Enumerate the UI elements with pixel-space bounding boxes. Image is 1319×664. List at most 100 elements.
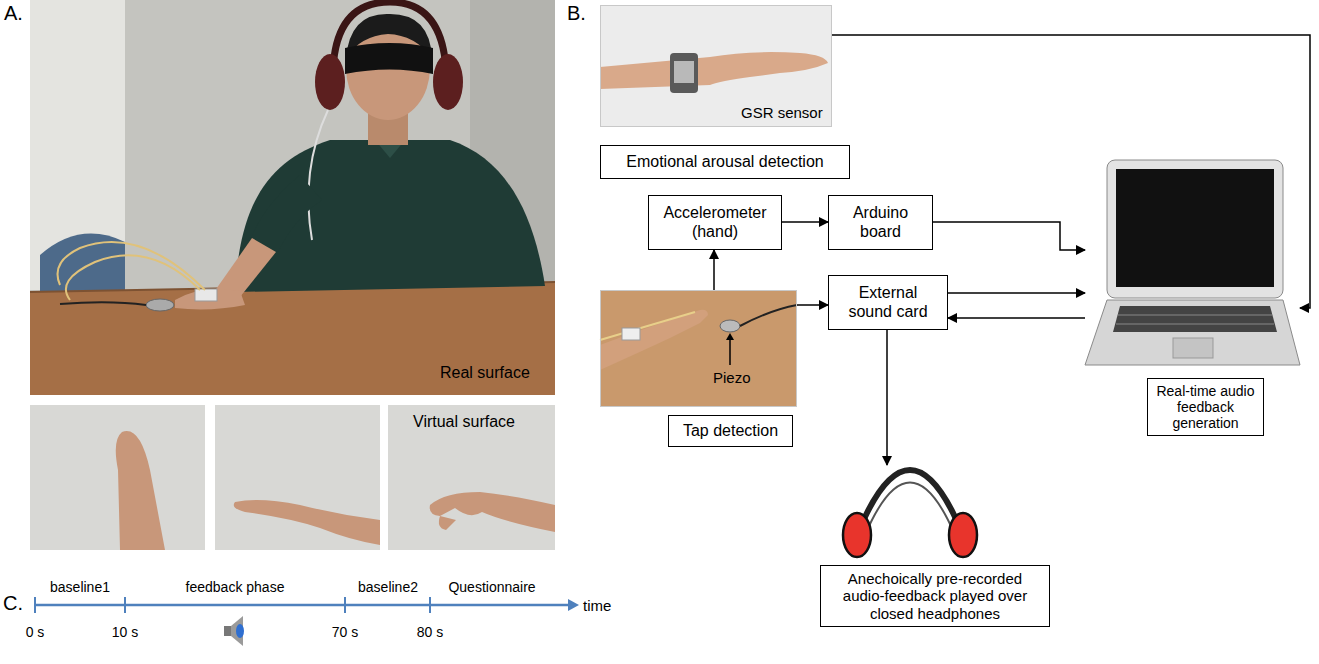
panel-label: C. <box>3 592 23 615</box>
table <box>30 282 555 395</box>
photo-ground <box>215 405 380 550</box>
ear-cup <box>949 513 977 557</box>
blindfold <box>345 43 433 74</box>
timeline-label: feedback phase <box>186 579 285 595</box>
sensor-photo: Piezo <box>600 290 797 407</box>
node-text: Emotional arousal detection <box>626 153 823 171</box>
node-text: Anechoically pre-recorded audio-feedback… <box>827 570 1043 622</box>
connector-arrow <box>832 35 1310 308</box>
process-box: External sound card <box>828 275 948 330</box>
process-box: Tap detection <box>668 415 793 447</box>
finger <box>439 516 456 530</box>
connector-arrow <box>782 221 828 223</box>
process-box: Accelerometer (hand) <box>648 195 782 250</box>
photo-ground <box>600 290 797 407</box>
panel-label: Real surface <box>440 364 530 382</box>
connector-arrow <box>797 304 828 306</box>
key-rows <box>1116 315 1274 324</box>
photo-ground <box>30 405 205 550</box>
laptop-screen <box>1116 169 1274 287</box>
forearm <box>600 310 708 370</box>
connector-arrow <box>933 222 1085 250</box>
node-text: Tap detection <box>683 422 778 440</box>
timeline-label: 80 s <box>417 624 443 640</box>
connector-arrow <box>948 317 1085 319</box>
piezo-disc <box>720 320 740 332</box>
process-box: Arduino board <box>828 195 933 250</box>
sensor-wire <box>600 312 695 340</box>
leader-line <box>729 337 731 365</box>
sensor-photo: GSR sensor <box>600 5 832 127</box>
headband-inner <box>865 483 955 536</box>
time-axis <box>35 604 570 607</box>
piezo-disc <box>146 299 174 311</box>
hand-vertical <box>116 431 165 550</box>
tick <box>34 597 36 613</box>
gsr-band <box>670 53 698 93</box>
panel-label: A. <box>4 2 23 25</box>
timeline-label: Questionnaire <box>448 579 535 595</box>
arm <box>600 52 828 89</box>
node-text: GSR sensor <box>741 104 823 121</box>
connector-arrow <box>886 330 888 465</box>
accelerometer <box>195 289 217 301</box>
virtual-surface-photos <box>30 405 555 550</box>
tap-photo-picture <box>600 290 797 407</box>
real-surface-photo <box>30 0 555 395</box>
headphone-wire <box>308 110 328 240</box>
piezo-cable <box>60 302 146 305</box>
laptop-base <box>1085 300 1300 365</box>
laptop-picture <box>1085 160 1300 365</box>
sensor-wire <box>58 242 206 290</box>
timeline-label: 0 s <box>26 624 45 640</box>
keyboard <box>1113 306 1277 332</box>
laptop-lid <box>1107 160 1283 298</box>
shirt <box>235 140 545 292</box>
headband <box>857 470 963 535</box>
forearm <box>214 238 276 297</box>
timeline-label: time <box>583 597 611 614</box>
timeline-label: 10 s <box>112 624 138 640</box>
headphone-cup <box>433 54 463 110</box>
piezo-cable <box>740 305 797 326</box>
tick <box>344 597 346 613</box>
sensor-wire <box>66 255 200 300</box>
trackpad <box>1173 338 1213 358</box>
timeline-label: baseline1 <box>50 579 110 595</box>
node-text: Arduino board <box>837 204 924 241</box>
tick <box>124 597 126 613</box>
axis-arrowhead <box>568 599 579 611</box>
gsr-face <box>674 61 694 83</box>
photo-ground <box>600 5 832 127</box>
hand-curled <box>430 492 555 532</box>
speaker-icon <box>224 626 231 636</box>
tick <box>429 597 431 613</box>
headphone-band <box>333 2 446 70</box>
wire-clip <box>622 328 640 340</box>
headphone-unit: Anechoically pre-recorded audio-feedback… <box>820 465 1048 627</box>
photo-ground <box>388 405 555 550</box>
timeline <box>35 597 579 646</box>
gsr-photo-picture <box>600 5 832 127</box>
timeline-label: baseline2 <box>358 579 418 595</box>
node-text: Piezo <box>713 369 751 386</box>
connector-arrow <box>713 250 715 290</box>
panel-label: Virtual surface <box>413 413 515 431</box>
speaker-icon <box>236 624 244 638</box>
sleeve <box>250 175 322 252</box>
speaker-icon <box>231 616 243 646</box>
leader-arrowhead <box>726 333 734 340</box>
ear-cup <box>843 513 871 557</box>
node-text: Real-time audio feedback generation <box>1154 383 1257 431</box>
headphone-cup <box>315 54 345 110</box>
connector-arrow <box>948 292 1085 294</box>
process-box: Emotional arousal detection <box>600 145 850 179</box>
caption-box: Anechoically pre-recorded audio-feedback… <box>820 565 1050 627</box>
node-text: Accelerometer (hand) <box>657 204 773 241</box>
wall <box>30 0 555 395</box>
node-text: External sound card <box>837 284 939 321</box>
headphones-picture <box>843 470 977 557</box>
hand <box>175 289 245 309</box>
